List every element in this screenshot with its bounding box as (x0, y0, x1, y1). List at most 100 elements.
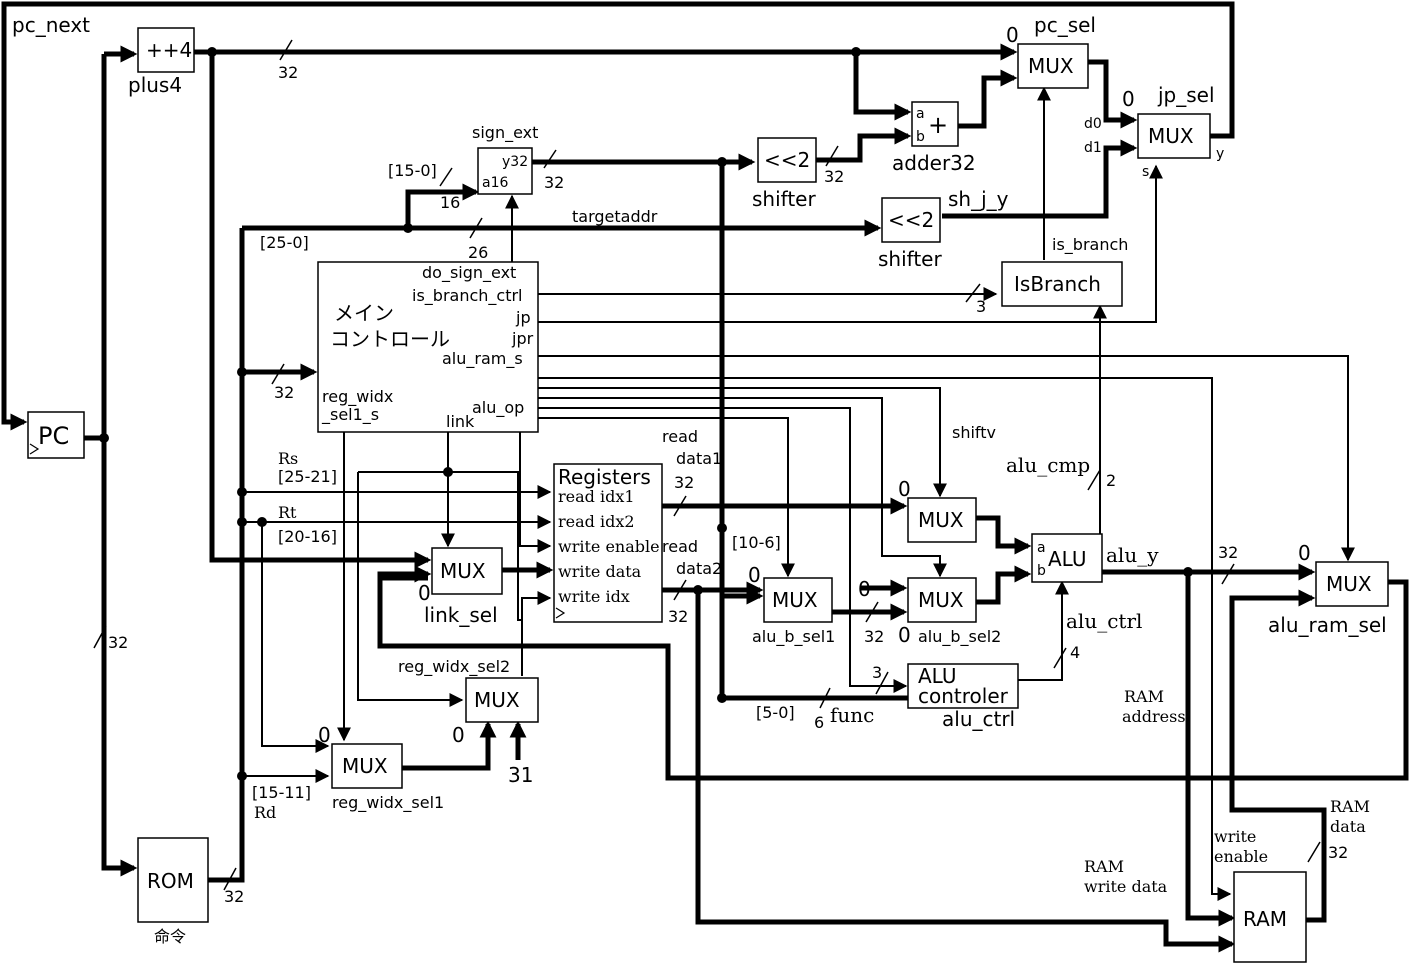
is-branch-label: is_branch (1052, 235, 1128, 255)
svg-text:RAM: RAM (1330, 797, 1370, 816)
svg-text:d1: d1 (1084, 140, 1102, 156)
svg-text:<<2: <<2 (888, 208, 934, 232)
svg-text:ROM: ROM (147, 869, 194, 893)
svg-text:3: 3 (976, 297, 986, 316)
plus4-label: plus4 (128, 73, 182, 97)
ram-block: RAM (1233, 871, 1307, 963)
alu-cmp-label: alu_cmp (1006, 453, 1090, 477)
sign-ext-block: y32 a16 (477, 147, 533, 195)
svg-text:d0: d0 (1084, 116, 1102, 132)
adder32-block: a b + (911, 101, 959, 147)
svg-text:0: 0 (898, 477, 911, 501)
svg-text:MUX: MUX (918, 588, 964, 612)
svg-text:MUX: MUX (342, 754, 388, 778)
shiftv-label: shiftv (952, 423, 996, 442)
alu-block: a b ALU (1031, 533, 1103, 583)
svg-text:a16: a16 (482, 175, 508, 191)
svg-text:6: 6 (814, 713, 824, 732)
alu-controler-label: alu_ctrl (942, 707, 1015, 731)
svg-text:MUX: MUX (918, 508, 964, 532)
jp-sel-label: jp_sel (1157, 83, 1215, 107)
svg-text:32: 32 (674, 473, 694, 492)
link-sel-label: link_sel (424, 603, 498, 627)
svg-text:MUX: MUX (440, 559, 486, 583)
bus-width-labels: 32 32 32 16 26 32 32 32 3 32 32 32 3 6 4… (108, 63, 1348, 906)
svg-text:_sel1_s: _sel1_s (321, 405, 379, 425)
svg-text:32: 32 (544, 173, 564, 192)
reg-widx-sel1-label: reg_widx_sel1 (332, 793, 444, 813)
svg-text:address: address (1122, 707, 1186, 726)
svg-text:26: 26 (468, 243, 488, 262)
svg-text:RAM: RAM (1124, 687, 1164, 706)
svg-text:[20-16]: [20-16] (278, 527, 337, 546)
svg-text:<<2: <<2 (764, 148, 810, 172)
svg-text:MUX: MUX (1028, 54, 1074, 78)
svg-text:32: 32 (864, 627, 884, 646)
svg-text:data: data (1330, 817, 1366, 836)
alu-b-sel1-label: alu_b_sel1 (752, 627, 835, 647)
alu-ctrl-in-label: alu_ctrl (1066, 609, 1142, 633)
svg-text:MUX: MUX (1148, 124, 1194, 148)
svg-text:[10-6]: [10-6] (732, 533, 781, 552)
svg-text:jp: jp (515, 308, 531, 327)
alu-ram-sel-label: alu_ram_sel (1268, 613, 1387, 637)
svg-text:write data: write data (558, 562, 642, 581)
svg-text:read: read (662, 427, 698, 446)
svg-text:data1: data1 (676, 449, 722, 468)
svg-text:read idx1: read idx1 (558, 487, 635, 506)
pc-sel-mux: MUX (1017, 43, 1089, 89)
svg-text:MUX: MUX (772, 588, 818, 612)
reg-widx-sel2-mux: MUX (465, 677, 539, 723)
svg-text:b: b (916, 129, 925, 145)
svg-text:MUX: MUX (474, 688, 520, 712)
svg-text:メイン: メイン (334, 301, 394, 325)
svg-text:[15-0]: [15-0] (388, 161, 437, 180)
svg-text:16: 16 (440, 193, 460, 212)
svg-text:is_branch_ctrl: is_branch_ctrl (412, 286, 523, 306)
reg-widx-sel2-label: reg_widx_sel2 (398, 657, 510, 677)
svg-text:0: 0 (898, 623, 911, 647)
svg-text:32: 32 (274, 383, 294, 402)
shifter2-label: shifter (878, 247, 942, 271)
svg-text:RAM: RAM (1243, 907, 1287, 931)
svg-text:read idx2: read idx2 (558, 512, 635, 531)
svg-text:Rd: Rd (254, 803, 276, 822)
svg-text:32: 32 (668, 607, 688, 626)
svg-text:alu_ram_s: alu_ram_s (442, 349, 523, 369)
svg-text:0: 0 (1006, 23, 1019, 47)
svg-text:0: 0 (1298, 541, 1311, 565)
svg-text:ALU: ALU (918, 664, 956, 688)
main-control-block: メイン コントロール do_sign_ext is_branch_ctrl jp… (317, 261, 539, 433)
shifter1-block: <<2 (757, 137, 817, 183)
svg-text:write enable: write enable (558, 537, 660, 556)
svg-text:MUX: MUX (1326, 572, 1372, 596)
svg-text:+: + (928, 111, 948, 139)
alu-b-sel1-mux: MUX (763, 577, 833, 623)
svg-text:write idx: write idx (558, 587, 630, 606)
svg-text:jpr: jpr (511, 329, 534, 348)
svg-text:0: 0 (318, 723, 331, 747)
svg-text:32: 32 (1218, 543, 1238, 562)
svg-text:enable: enable (1214, 847, 1268, 866)
registers-block: Registers read idx1 read idx2 write enab… (553, 463, 663, 623)
reg-widx-sel1-mux: MUX (331, 743, 403, 789)
svg-text:IsBranch: IsBranch (1014, 272, 1101, 296)
svg-text:[5-0]: [5-0] (756, 703, 795, 722)
func-label: func (830, 703, 874, 727)
svg-text:[25-21]: [25-21] (278, 467, 337, 486)
svg-text:0: 0 (418, 581, 431, 605)
pc-sel-label: pc_sel (1034, 13, 1096, 37)
const-31: 31 (508, 763, 533, 787)
svg-text:a: a (916, 106, 925, 122)
sign-ext-label: sign_ext (472, 123, 538, 143)
bus-ticks (93, 39, 1321, 891)
svg-text:data2: data2 (676, 559, 722, 578)
svg-text:0: 0 (748, 563, 761, 587)
svg-text:y: y (1216, 146, 1224, 162)
svg-text:ALU: ALU (1048, 547, 1086, 571)
svg-text:32: 32 (224, 887, 244, 906)
link-sel-mux: MUX (431, 547, 503, 595)
svg-text:32: 32 (1328, 843, 1348, 862)
svg-text:32: 32 (824, 167, 844, 186)
svg-text:write: write (1214, 827, 1256, 846)
